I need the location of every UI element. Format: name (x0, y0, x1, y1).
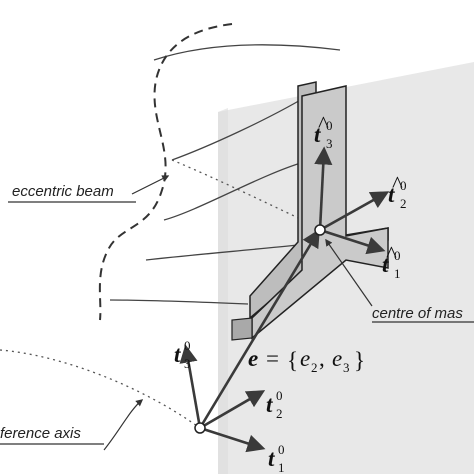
reference-axis-label: ference axis (0, 425, 81, 442)
t3-hat-arrow (314, 146, 333, 231)
t3-origin-label: t 0 3 (174, 338, 191, 371)
svg-text:2: 2 (311, 360, 318, 375)
svg-text:t: t (174, 342, 181, 367)
svg-text:0: 0 (276, 388, 283, 403)
svg-text:^: ^ (386, 242, 397, 267)
leader-centre-of-mass (325, 238, 373, 307)
centre-of-mass-point (314, 224, 326, 236)
t1-hat-arrow (319, 228, 386, 255)
centre-of-mass-label: centre of mas (372, 305, 463, 322)
svg-text:3: 3 (343, 360, 350, 375)
svg-text:e: e (300, 346, 310, 371)
svg-text:e: e (332, 346, 342, 371)
leader-eccentric-beam (131, 175, 170, 195)
leader-reference-axis (103, 399, 144, 451)
t3-origin-arrow (179, 344, 202, 429)
t3-hat-label: ^ t 0 3 (314, 112, 333, 151)
svg-text:t: t (314, 122, 321, 147)
t1-hat-label: ^ t 0 1 (382, 242, 401, 281)
svg-text:0: 0 (326, 118, 333, 133)
svg-text:2: 2 (276, 406, 283, 421)
svg-text:}: } (354, 348, 365, 373)
svg-text:1: 1 (394, 266, 401, 281)
svg-text:1: 1 (278, 460, 285, 474)
svg-text:t: t (388, 182, 395, 207)
svg-text:2: 2 (400, 196, 407, 211)
t1-origin-label: t 0 1 (268, 442, 285, 474)
e-vector-arrow (198, 228, 320, 429)
eccentric-beam-label: eccentric beam (12, 183, 114, 200)
svg-text:3: 3 (184, 356, 191, 371)
svg-text:t: t (268, 446, 275, 471)
eccentric-axis-dotted (171, 159, 321, 229)
t2-hat-label: ^ t 0 2 (388, 172, 407, 211)
beam-dashed-outline (98, 23, 233, 321)
t2-origin-label: t 0 2 (266, 388, 283, 421)
svg-text:t: t (266, 392, 273, 417)
t1-origin-arrow (199, 426, 266, 453)
svg-text:^: ^ (392, 172, 403, 197)
t2-origin-arrow (199, 390, 266, 430)
svg-text:{: { (287, 348, 298, 373)
svg-text:0: 0 (400, 178, 407, 193)
origin-point (194, 422, 206, 434)
cutting-plane-edge (218, 108, 228, 474)
svg-text:^: ^ (318, 112, 329, 137)
svg-text:3: 3 (326, 136, 333, 151)
svg-text:=: = (266, 346, 279, 371)
e-equation: e = { e 2 , e 3 } (248, 346, 365, 375)
t2-hat-arrow (319, 191, 390, 232)
svg-text:t: t (382, 252, 389, 277)
svg-text:0: 0 (394, 248, 401, 263)
svg-text:0: 0 (278, 442, 285, 457)
svg-text:e: e (248, 346, 258, 371)
svg-text:,: , (319, 346, 325, 371)
svg-text:0: 0 (184, 338, 191, 353)
reference-axis-dotted (0, 349, 201, 429)
